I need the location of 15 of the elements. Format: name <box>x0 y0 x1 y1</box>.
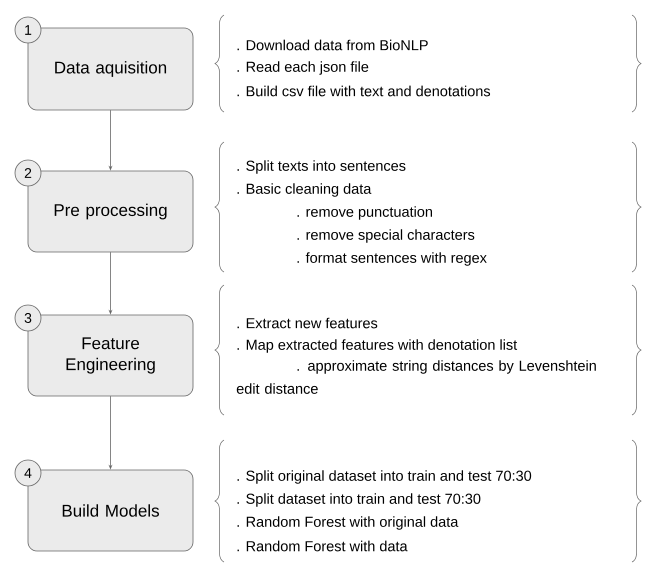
list-item: . Split texts into sentences <box>238 160 406 174</box>
list-item: . Random Forest with original data <box>238 516 458 530</box>
list-item: . Extract new features <box>238 318 378 328</box>
list-item: . Build csv file with text and denotations <box>238 86 490 96</box>
list-item: . Split original dataset into train and test 70:30 <box>238 470 532 484</box>
list-item: . remove punctuation <box>298 206 432 220</box>
list-item: . Random Forest with data <box>238 540 408 552</box>
list-item: . Read each json file <box>238 61 368 75</box>
list-item: . approximate string distances by Levenshtein edit distance <box>236 360 596 394</box>
list-item: . Basic cleaning data <box>238 183 372 197</box>
list-item: . Download data from BioNLP <box>238 40 428 50</box>
list-item: . remove special characters <box>298 229 474 243</box>
list-item: . Split dataset into train and test 70:30 <box>238 493 480 507</box>
list-item: . Map extracted features with denotation list <box>238 339 518 353</box>
list-item: . format sentences with regex <box>298 252 487 266</box>
